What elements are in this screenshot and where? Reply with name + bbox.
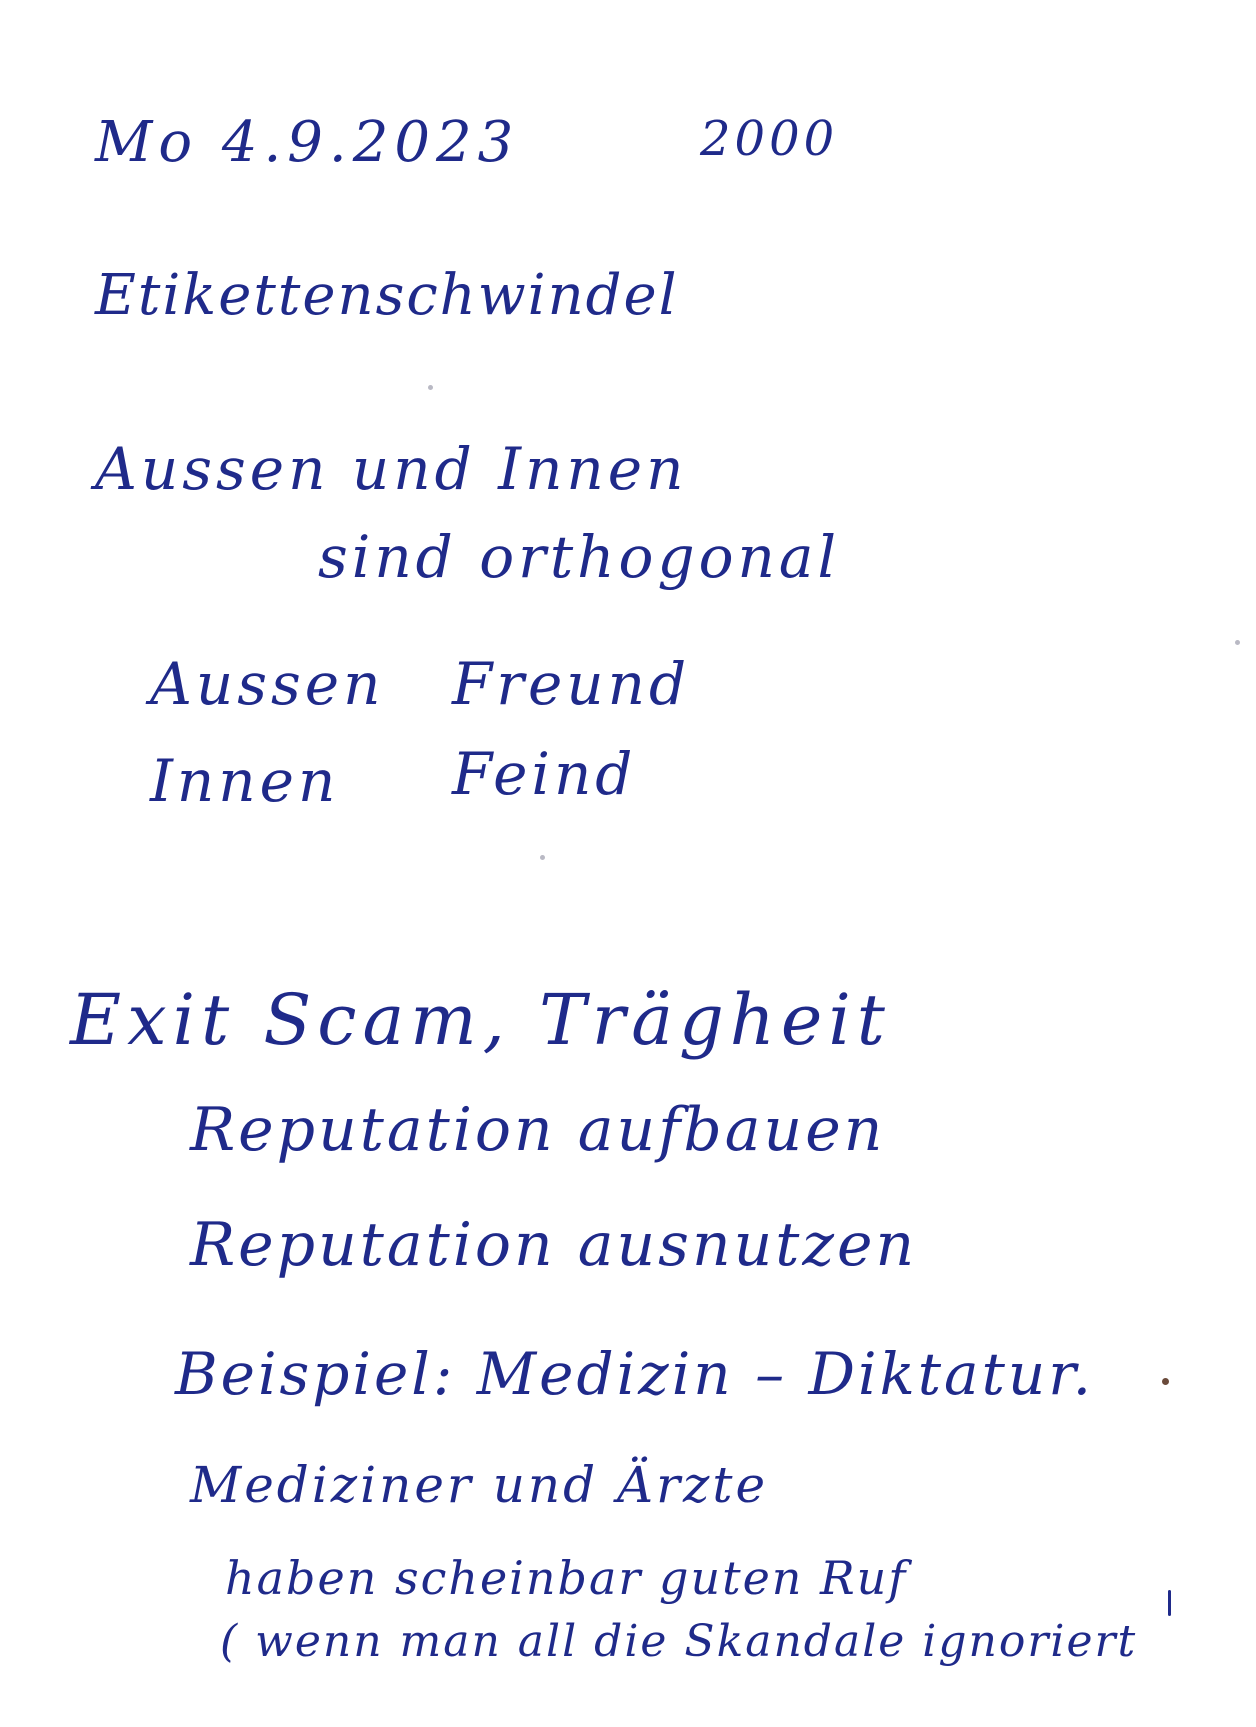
stray-mark xyxy=(1235,640,1240,645)
stray-dot xyxy=(428,385,433,390)
innen-label: Innen xyxy=(150,747,340,815)
time-line: 2000 xyxy=(700,111,839,167)
aussen-value: Freund xyxy=(452,650,691,718)
aussen-label: Aussen xyxy=(150,650,385,718)
innen-value: Feind xyxy=(452,740,637,808)
line-beispiel: Beispiel: Medizin – Diktatur. xyxy=(175,1340,1095,1408)
heading-etikettenschwindel: Etikettenschwindel xyxy=(95,263,679,328)
line-aussen-und-innen: Aussen und Innen xyxy=(95,435,688,503)
line-skandale: ( wenn man all die Skandale ignoriert xyxy=(220,1616,1138,1667)
date-line: Mo 4.9.2023 xyxy=(95,110,520,175)
line-reputation-aufbauen: Reputation aufbauen xyxy=(190,1095,886,1165)
line-exit-scam: Exit Scam, Trägheit xyxy=(70,979,891,1061)
vertical-stroke xyxy=(1168,1590,1171,1616)
line-guter-ruf: haben scheinbar guten Ruf xyxy=(225,1551,908,1605)
line-mediziner: Mediziner und Ärzte xyxy=(190,1456,769,1514)
line-sind-orthogonal: sind orthogonal xyxy=(318,523,840,591)
line-reputation-ausnutzen: Reputation ausnutzen xyxy=(190,1210,918,1280)
stray-mark xyxy=(540,855,545,860)
ink-dot xyxy=(1162,1378,1169,1385)
